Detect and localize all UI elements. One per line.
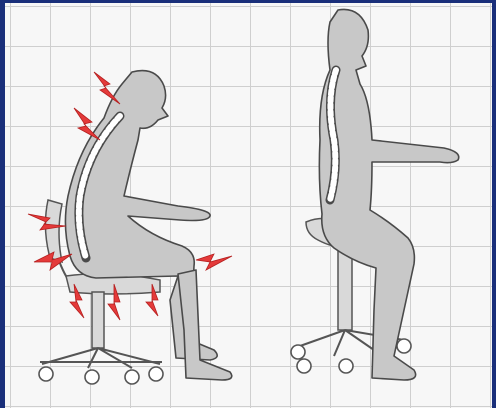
chair-wheel [39,367,53,381]
slouched-shin [178,270,232,380]
pain-icon [34,252,72,270]
chair-column [92,292,104,348]
stool-wheel [339,359,353,373]
stool-wheel [291,345,305,359]
chair-base [40,348,162,368]
pain-icon [196,254,232,270]
stool-wheel [297,359,311,373]
stool-column [338,248,352,330]
chair-wheel [85,370,99,384]
chair-wheel [149,367,163,381]
stool-wheel [397,339,411,353]
pain-icon [94,72,120,104]
chair-wheel [125,370,139,384]
slouched-figure [65,71,231,380]
